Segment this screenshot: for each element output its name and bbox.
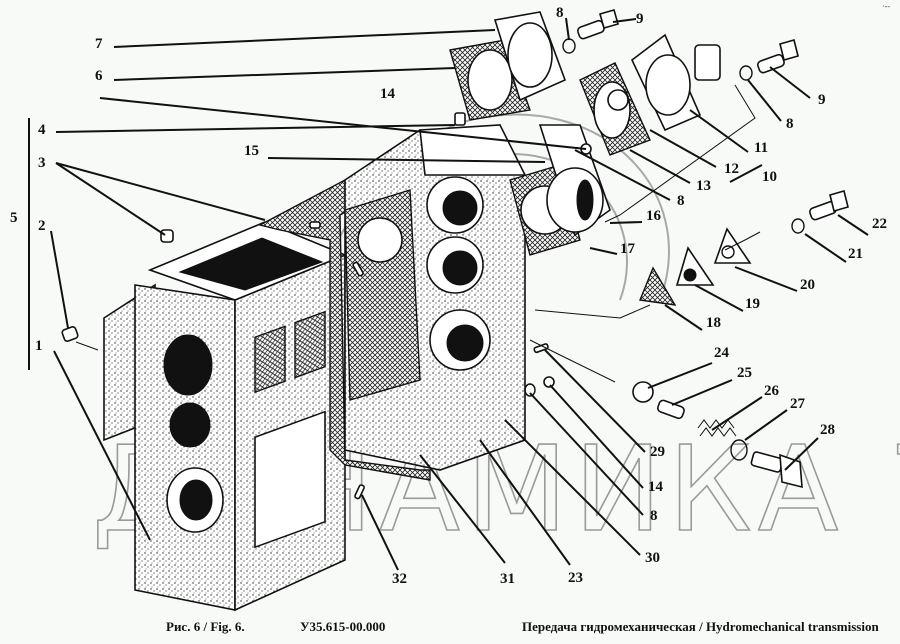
callout-10: 10 [762,169,777,185]
leader-lines [50,17,869,571]
intermediate-housing [344,124,527,471]
figure-title: Передача гидромеханическая / Hydromechan… [522,619,879,634]
callout-21: 21 [848,246,863,262]
callout-3: 3 [38,155,46,171]
cover-7-assembly [449,11,567,121]
callout-30: 30 [645,550,660,566]
callout-7: 7 [95,36,103,52]
callout-32: 32 [392,571,407,587]
callout-24: 24 [714,345,730,361]
gasket-ring-27 [730,439,748,461]
washer-21 [791,218,805,234]
callout-18: 18 [706,315,721,331]
callout-26: 26 [764,383,780,399]
gasket-18 [639,266,677,306]
callout-20: 20 [800,277,815,293]
stud-30 [352,261,364,277]
callout-25: 25 [737,365,752,381]
callout-28: 28 [820,422,835,438]
pin-29 [533,343,549,354]
callout-8-low: 8 [650,508,658,524]
callout-9-top: 9 [636,11,644,27]
callout-16: 16 [646,208,662,224]
cover-10-assembly [579,33,721,156]
cover-19 [675,246,715,286]
cover-16-assembly [509,124,611,256]
plug-2 [61,326,79,342]
callout-17: 17 [620,241,636,257]
callout-9-right: 9 [818,92,826,108]
callout-2: 2 [38,218,46,234]
callout-8-mid: 8 [677,193,685,209]
callout-14-low: 14 [648,479,664,495]
callout-4: 4 [38,122,46,138]
callout-11: 11 [754,140,768,156]
drawing-code: У35.615-00.000 [300,619,386,634]
nut-14-low [543,376,555,388]
washer-8-low [524,383,536,397]
callout-labels: 4 3 5 2 1 7 6 14 15 8 9 9 8 11 12 13 10 … [10,5,887,587]
callout-14-top: 14 [380,86,396,102]
bolt-9-right [756,39,799,74]
callout-19: 19 [745,296,760,312]
stud-15 [309,221,321,229]
callout-29: 29 [650,444,665,460]
figure-number: Рис. 6 / Fig. 6. [166,619,245,634]
bolt-9-top [576,9,619,40]
callout-15: 15 [244,143,259,159]
plug-3 [160,229,174,243]
ball-24 [632,381,654,403]
washer-8-top [562,38,576,54]
callout-12: 12 [724,161,739,177]
corner-mark: ·‑‑ [882,2,890,11]
pin-32 [354,484,365,500]
plug-28 [750,451,803,489]
callout-1: 1 [35,338,43,354]
callout-5: 5 [10,210,18,226]
callout-13: 13 [696,178,711,194]
callout-8-right: 8 [786,116,794,132]
transmission-housing [103,221,348,612]
washer-8-right [739,65,753,81]
callout-8-top: 8 [556,5,564,21]
bolt-22 [808,190,849,221]
callout-27: 27 [790,396,806,412]
callout-31: 31 [500,571,515,587]
callout-22: 22 [872,216,887,232]
callout-6: 6 [95,68,103,84]
callout-23: 23 [568,570,583,586]
plug-4 [454,112,466,126]
